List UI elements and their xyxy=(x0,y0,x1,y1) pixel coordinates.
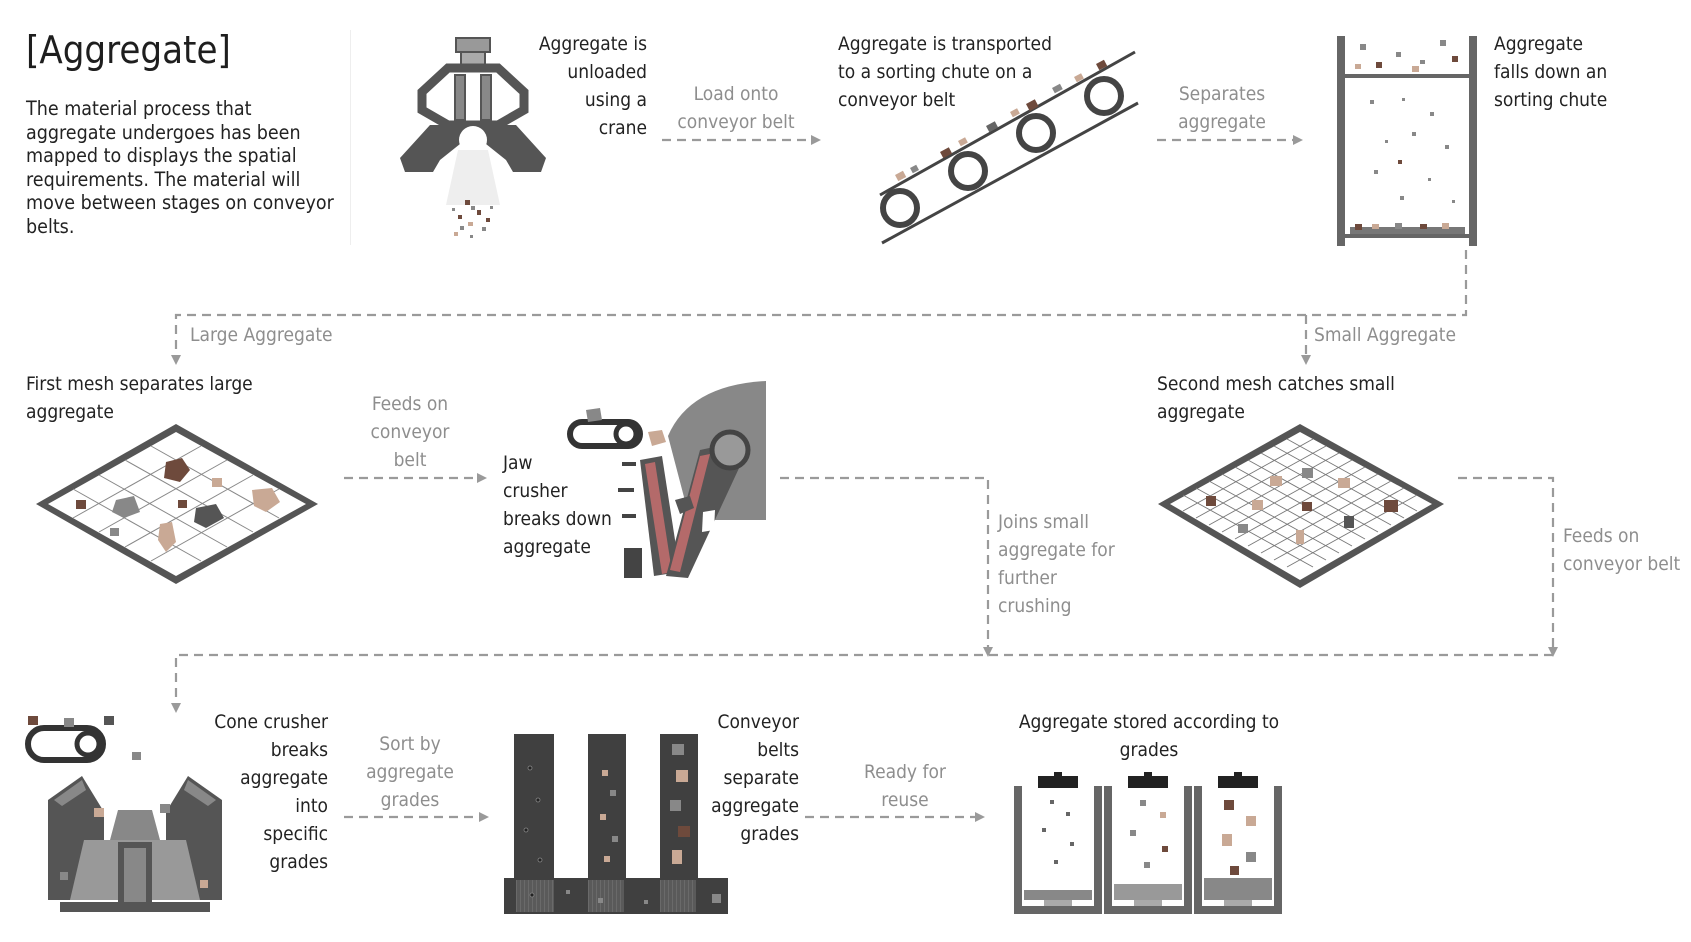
flow-feeds-on-belt-2: Feeds on conveyor belt xyxy=(1563,525,1681,575)
arrow-jaw-joins xyxy=(780,476,993,657)
flow-feeds-on-belt-1: Feeds on conveyor belt xyxy=(370,393,450,471)
flow-small-aggregate: Small Aggregate xyxy=(1314,324,1456,346)
page-title: [Aggregate] xyxy=(26,28,231,72)
crane-illustration xyxy=(400,37,546,238)
inclined-conveyor-illustration xyxy=(879,50,1139,245)
arrow-to-cone xyxy=(171,653,1553,713)
jaw-crusher-illustration xyxy=(567,381,766,578)
second-mesh-illustration xyxy=(1158,424,1444,588)
separator-columns-illustration xyxy=(504,734,728,914)
step-cone-crusher: Cone crusher breaks aggregate into speci… xyxy=(214,711,328,873)
step-crane-unload: Aggregate is unloaded using a crane xyxy=(538,33,647,139)
storage-bin-3 xyxy=(1194,772,1282,914)
cone-crusher-illustration xyxy=(25,716,222,912)
flow-arrows xyxy=(171,135,1558,822)
step-sorting-chute: Aggregate falls down an sorting chute xyxy=(1494,33,1608,111)
flow-joins-small: Joins small aggregate for further crushi… xyxy=(998,511,1115,617)
step-first-mesh: First mesh separates large aggregate xyxy=(26,373,253,423)
flow-load-onto-belt: Load onto conveyor belt xyxy=(677,83,795,133)
intro-divider xyxy=(350,30,351,245)
flow-sort-by-grades: Sort by aggregate grades xyxy=(366,733,454,811)
flow-separates: Separates aggregate xyxy=(1178,83,1266,133)
sorting-chute-illustration xyxy=(1337,36,1477,246)
intro-text: The material process that aggregate unde… xyxy=(26,97,334,238)
step-second-mesh: Second mesh catches small aggregate xyxy=(1157,373,1395,423)
arrow-second-mesh-feed xyxy=(1458,476,1558,657)
storage-bin-1 xyxy=(1014,772,1102,914)
step-stored: Aggregate stored according to grades xyxy=(1018,711,1280,761)
flow-ready-for-reuse: Ready for reuse xyxy=(864,761,946,811)
flow-large-aggregate: Large Aggregate xyxy=(190,324,333,346)
first-mesh-illustration xyxy=(36,424,318,584)
arrow-chute-split xyxy=(171,250,1468,365)
storage-bins-illustration xyxy=(1014,772,1282,914)
step-transport: Aggregate is transported to a sorting ch… xyxy=(838,33,1052,111)
step-conveyor-separate: Conveyor belts separate aggregate grades xyxy=(711,711,799,845)
step-jaw-crusher: Jaw crusher breaks down aggregate xyxy=(503,452,612,558)
storage-bin-2 xyxy=(1104,772,1192,914)
